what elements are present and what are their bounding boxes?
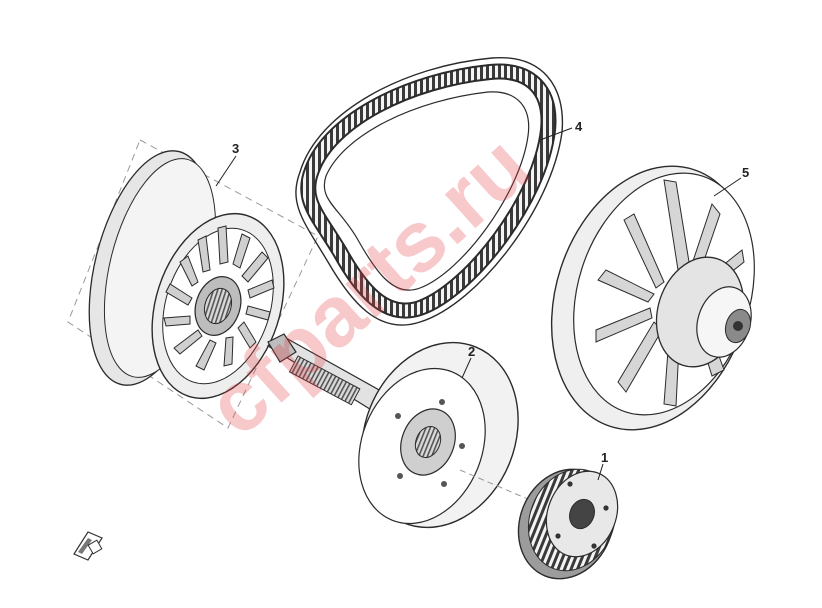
part-5-driven-pulley[interactable] [519,140,785,456]
callout-1[interactable]: 1 [601,450,608,465]
part-3-drive-pulley[interactable] [67,138,319,429]
back-arrow-icon[interactable] [73,531,103,561]
callout-3[interactable]: 3 [232,141,239,156]
callouts: 3 4 5 2 1 [215,119,749,481]
callout-4[interactable]: 4 [575,119,583,134]
part-1-clutch-shoe[interactable] [502,455,630,593]
callout-5[interactable]: 5 [742,165,749,180]
part-4-drive-belt[interactable] [295,57,564,326]
part-2-shaft-and-drum[interactable] [266,319,545,551]
callout-2[interactable]: 2 [468,344,475,359]
